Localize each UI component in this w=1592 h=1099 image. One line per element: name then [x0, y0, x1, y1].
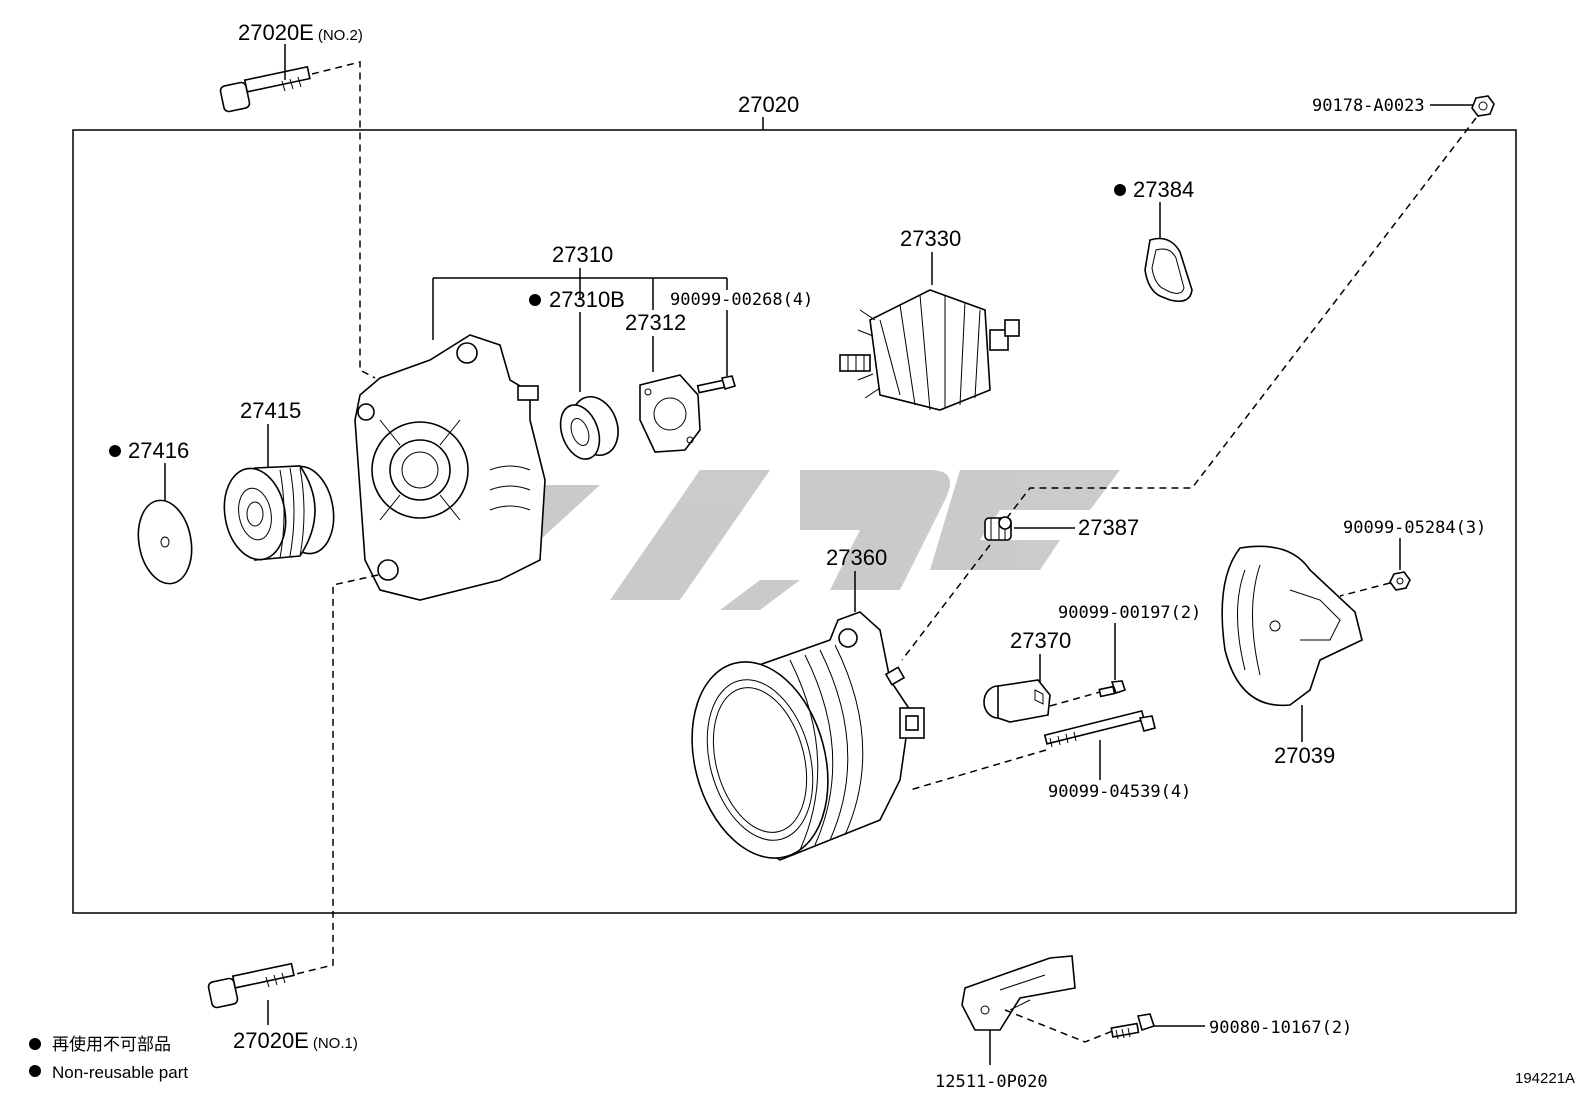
label-pulley-cap: 27416: [128, 438, 189, 463]
label-bolt-no1: 27020E(NO.1): [233, 1028, 358, 1053]
bearing[interactable]: [554, 390, 626, 464]
cover-27384[interactable]: [1144, 237, 1193, 303]
label-screw-268: 90099-00268(4): [670, 290, 813, 310]
nut-top-right[interactable]: [1471, 95, 1495, 117]
label-screw-197: 90099-00197(2): [1058, 603, 1201, 623]
terminal-insulator[interactable]: [984, 516, 1012, 541]
bolt-no1[interactable]: [207, 962, 295, 1009]
label-bolt-no2: 27020E(NO.2): [238, 20, 363, 45]
legend-en: Non-reusable part: [52, 1063, 188, 1082]
pulley[interactable]: [217, 462, 340, 565]
label-regulator: 27370: [1010, 628, 1071, 653]
diagram-id: 194221A: [1515, 1070, 1575, 1087]
label-terminal-insulator: 27387: [1078, 515, 1139, 540]
regulator[interactable]: [983, 679, 1051, 723]
label-nut-284: 90099-05284(3): [1343, 518, 1486, 538]
screw-197[interactable]: [1098, 680, 1127, 698]
bracket[interactable]: [961, 955, 1076, 1031]
frame-rectifier-end[interactable]: [671, 611, 925, 873]
legend-jp: 再使用不可部品: [52, 1034, 171, 1054]
rear-cover[interactable]: [1221, 545, 1363, 707]
legend-bullet-en: [29, 1065, 41, 1077]
retainer[interactable]: [639, 374, 701, 453]
bolt-167[interactable]: [1110, 1013, 1156, 1040]
label-bearing: 27310B: [549, 287, 625, 312]
label-bolt-539: 90099-04539(4): [1048, 782, 1191, 802]
watermark-logo: [470, 470, 1120, 610]
label-frame-drive-end: 27310: [552, 242, 613, 267]
label-rotor: 27330: [900, 226, 961, 251]
legend-bullet-jp: [29, 1038, 41, 1050]
assembly-frame: [72, 129, 1517, 914]
pulley-cap[interactable]: [132, 496, 198, 588]
label-retainer: 27312: [625, 310, 686, 335]
label-bolt-167: 90080-10167(2): [1209, 1018, 1352, 1038]
bolt-539[interactable]: [1043, 709, 1156, 748]
label-assembly: 27020: [738, 92, 799, 117]
label-frame-rectifier-end: 27360: [826, 545, 887, 570]
label-pulley: 27415: [240, 398, 301, 423]
nut-284[interactable]: [1389, 571, 1411, 591]
screw-268[interactable]: [696, 375, 736, 394]
label-bracket: 12511-0P020: [935, 1072, 1048, 1092]
label-nut-top: 90178-A0023: [1312, 96, 1425, 116]
label-rear-cover: 27039: [1274, 743, 1335, 768]
bolt-no2[interactable]: [219, 65, 311, 113]
label-cover-27384: 27384: [1133, 177, 1194, 202]
frame-drive-end[interactable]: [354, 334, 546, 601]
rotor[interactable]: [839, 289, 1020, 411]
